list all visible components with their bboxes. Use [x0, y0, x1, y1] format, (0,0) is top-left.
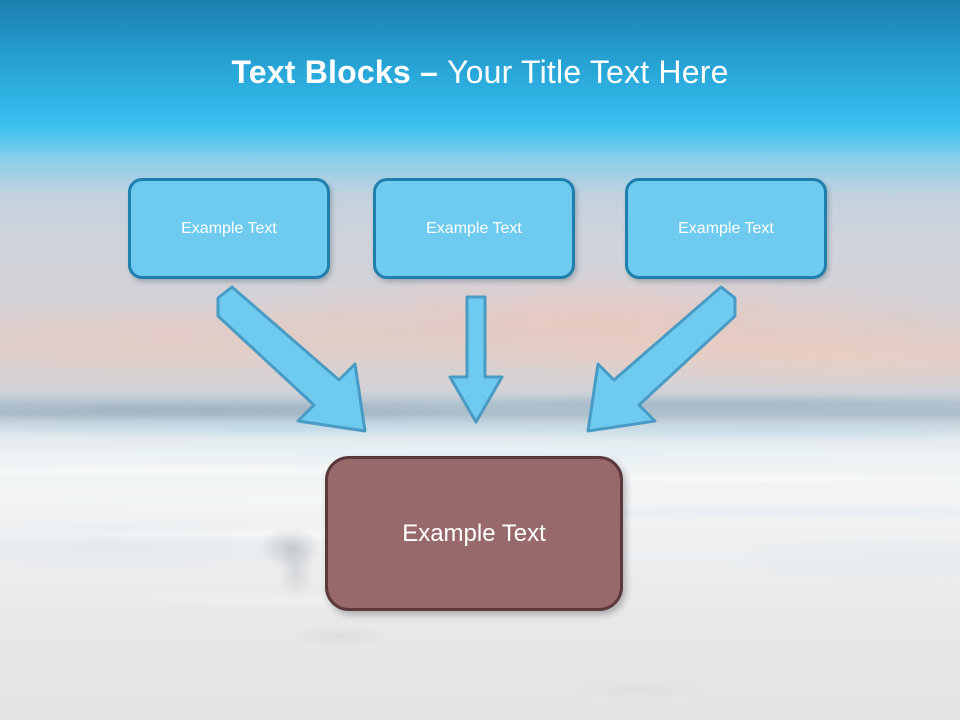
text-block-1-label: Example Text: [181, 219, 277, 237]
arrow-down-left-icon: [586, 285, 737, 433]
page-title-separator: –: [410, 54, 448, 90]
page-title-rest: Your Title Text Here: [447, 54, 729, 90]
page-title-bold: Text Blocks: [231, 54, 411, 90]
text-block-3[interactable]: Example Text: [625, 178, 827, 279]
arrow-down-icon: [448, 295, 504, 424]
result-text-block[interactable]: Example Text: [325, 456, 623, 611]
page-title: Text Blocks – Your Title Text Here: [0, 52, 960, 92]
arrow-down-right-icon: [216, 285, 367, 433]
text-block-2-label: Example Text: [426, 219, 522, 237]
text-block-1[interactable]: Example Text: [128, 178, 330, 279]
text-block-3-label: Example Text: [678, 219, 774, 237]
text-block-2[interactable]: Example Text: [373, 178, 575, 279]
result-text-block-label: Example Text: [402, 519, 546, 547]
